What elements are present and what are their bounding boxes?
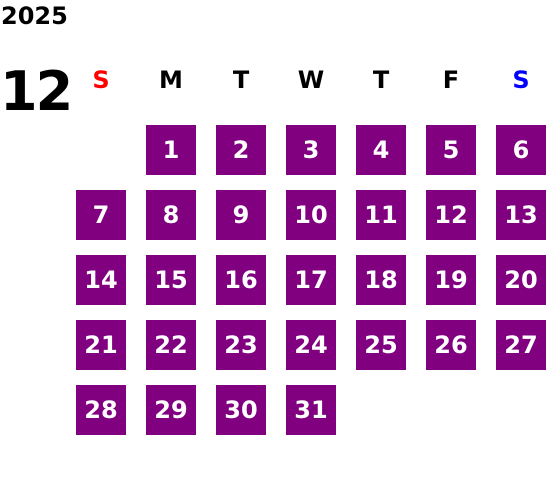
month-label: 12 xyxy=(0,60,73,123)
day-cell-19[interactable]: 19 xyxy=(426,255,476,305)
day-cell-13[interactable]: 13 xyxy=(496,190,546,240)
day-cell-22[interactable]: 22 xyxy=(146,320,196,370)
day-cell-27[interactable]: 27 xyxy=(496,320,546,370)
day-cell-7[interactable]: 7 xyxy=(76,190,126,240)
day-cell-20[interactable]: 20 xyxy=(496,255,546,305)
day-cell-14[interactable]: 14 xyxy=(76,255,126,305)
year-label: 2025 xyxy=(1,2,68,30)
day-cell-4[interactable]: 4 xyxy=(356,125,406,175)
day-cell-18[interactable]: 18 xyxy=(356,255,406,305)
weekday-sunday: S xyxy=(92,66,110,94)
day-cell-28[interactable]: 28 xyxy=(76,385,126,435)
weekday-wednesday: W xyxy=(297,66,325,94)
day-cell-6[interactable]: 6 xyxy=(496,125,546,175)
day-cell-3[interactable]: 3 xyxy=(286,125,336,175)
day-cell-17[interactable]: 17 xyxy=(286,255,336,305)
day-cell-23[interactable]: 23 xyxy=(216,320,266,370)
day-cell-21[interactable]: 21 xyxy=(76,320,126,370)
day-cell-31[interactable]: 31 xyxy=(286,385,336,435)
day-cell-26[interactable]: 26 xyxy=(426,320,476,370)
day-cell-2[interactable]: 2 xyxy=(216,125,266,175)
day-cell-10[interactable]: 10 xyxy=(286,190,336,240)
day-cell-30[interactable]: 30 xyxy=(216,385,266,435)
day-cell-15[interactable]: 15 xyxy=(146,255,196,305)
day-cell-12[interactable]: 12 xyxy=(426,190,476,240)
weekday-tuesday: T xyxy=(232,66,250,94)
weekday-thursday: T xyxy=(372,66,390,94)
weekday-friday: F xyxy=(442,66,460,94)
day-cell-16[interactable]: 16 xyxy=(216,255,266,305)
weekday-saturday: S xyxy=(512,66,530,94)
day-cell-1[interactable]: 1 xyxy=(146,125,196,175)
day-cell-8[interactable]: 8 xyxy=(146,190,196,240)
day-cell-11[interactable]: 11 xyxy=(356,190,406,240)
day-cell-29[interactable]: 29 xyxy=(146,385,196,435)
weekday-monday: M xyxy=(159,66,183,94)
day-cell-5[interactable]: 5 xyxy=(426,125,476,175)
day-cell-9[interactable]: 9 xyxy=(216,190,266,240)
day-cell-24[interactable]: 24 xyxy=(286,320,336,370)
day-cell-25[interactable]: 25 xyxy=(356,320,406,370)
